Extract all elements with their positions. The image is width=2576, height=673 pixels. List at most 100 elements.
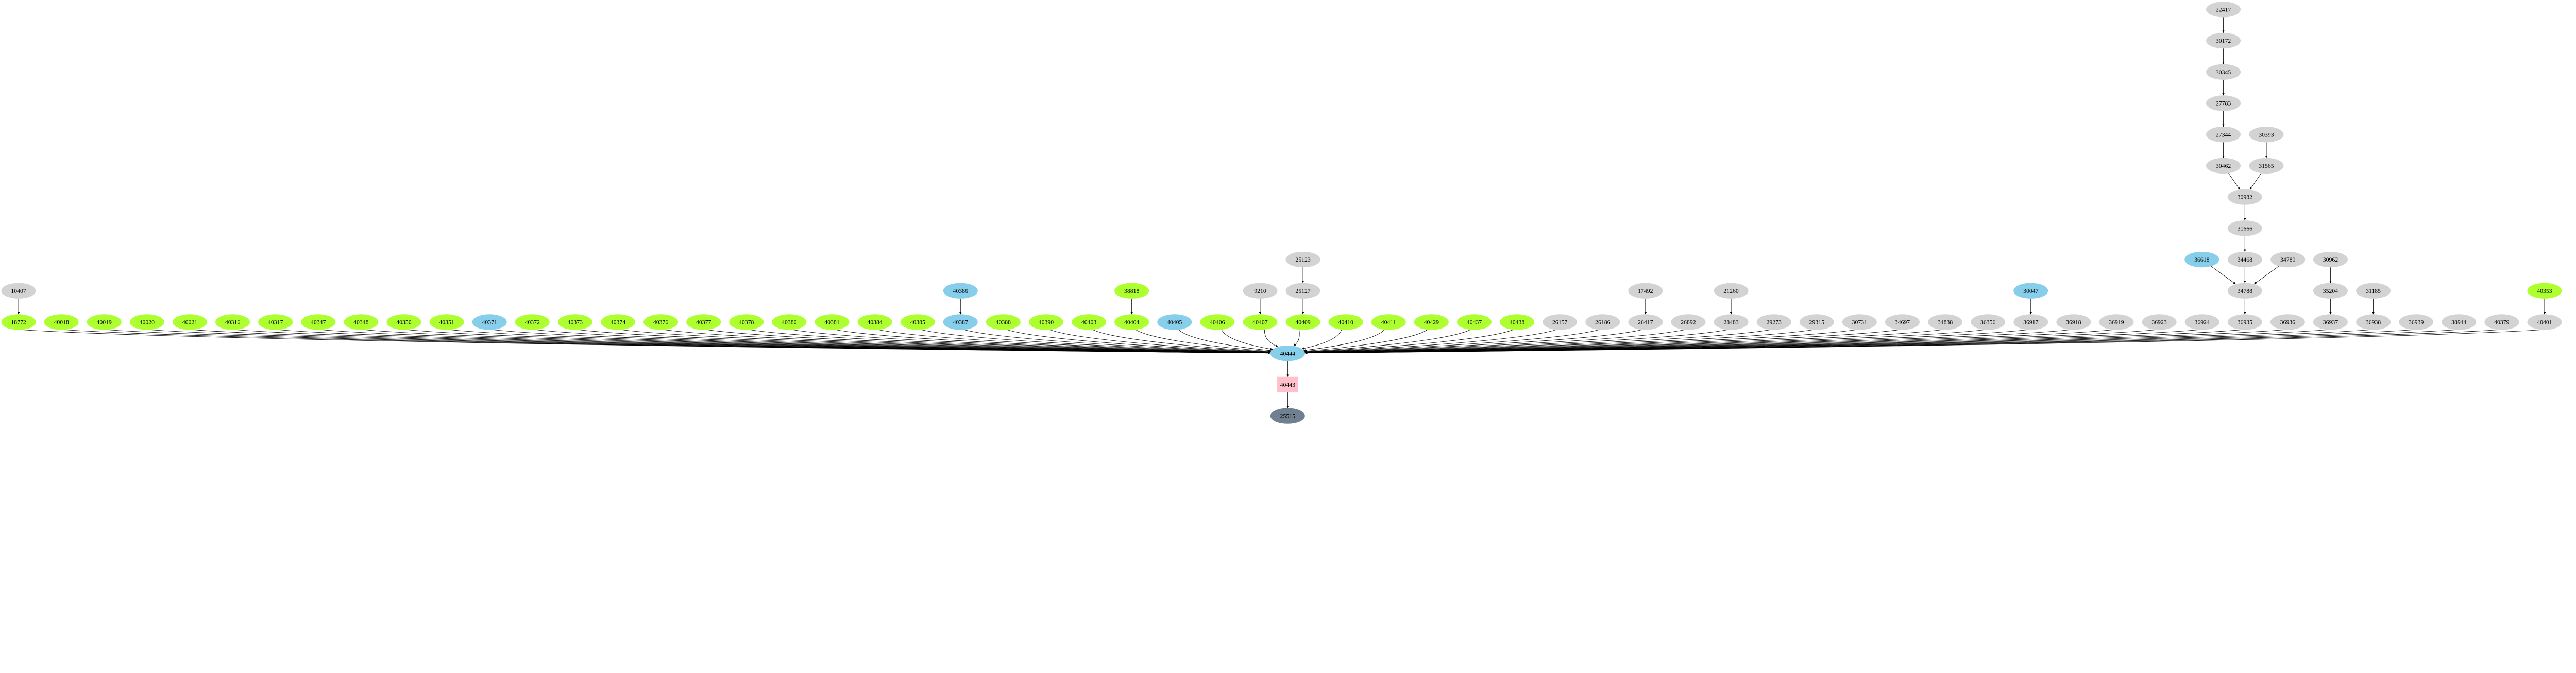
graph-node-36924[interactable]: 36924 [2184,314,2219,330]
graph-node-40376[interactable]: 40376 [643,314,679,330]
node-label: 30962 [2323,256,2338,263]
graph-node-34838[interactable]: 34838 [1928,314,1963,330]
node-label: 40384 [867,319,883,326]
graph-node-29273[interactable]: 29273 [1756,314,1791,330]
graph-node-40351[interactable]: 40351 [429,314,464,330]
graph-node-40410[interactable]: 40410 [1328,314,1363,330]
graph-node-25127[interactable]: 25127 [1285,283,1320,299]
graph-node-36618[interactable]: 36618 [2184,251,2219,268]
graph-node-36936[interactable]: 36936 [2270,314,2305,330]
graph-node-40443[interactable]: 40443 [1277,376,1298,393]
graph-node-36919[interactable]: 36919 [2099,314,2134,330]
graph-node-40380[interactable]: 40380 [772,314,807,330]
node-label: 40018 [54,319,69,326]
graph-node-40371[interactable]: 40371 [472,314,507,330]
graph-node-40384[interactable]: 40384 [857,314,892,330]
graph-node-40403[interactable]: 40403 [1072,314,1107,330]
graph-node-36938[interactable]: 36938 [2356,314,2391,330]
graph-node-40350[interactable]: 40350 [386,314,421,330]
graph-node-25123[interactable]: 25123 [1285,251,1320,268]
graph-node-34788[interactable]: 34788 [2227,283,2262,299]
graph-node-40372[interactable]: 40372 [515,314,550,330]
graph-node-40348[interactable]: 40348 [344,314,379,330]
node-label: 30047 [2023,288,2039,295]
node-label: 40371 [482,319,497,326]
graph-node-38944[interactable]: 38944 [2442,314,2477,330]
edge-40387-to-40444 [964,330,1271,354]
graph-node-25515[interactable]: 25515 [1270,408,1305,424]
graph-node-40381[interactable]: 40381 [815,314,850,330]
graph-node-40386[interactable]: 40386 [943,283,978,299]
graph-node-30393[interactable]: 30393 [2249,127,2284,143]
graph-node-38818[interactable]: 38818 [1114,283,1149,299]
graph-node-27783[interactable]: 27783 [2206,95,2241,111]
graph-node-29315[interactable]: 29315 [1799,314,1834,330]
graph-node-36923[interactable]: 36923 [2142,314,2177,330]
graph-node-40316[interactable]: 40316 [215,314,250,330]
graph-node-26186[interactable]: 26186 [1585,314,1620,330]
graph-node-40353[interactable]: 40353 [2527,283,2562,299]
graph-node-40429[interactable]: 40429 [1414,314,1449,330]
graph-node-36935[interactable]: 36935 [2227,314,2262,330]
graph-node-30345[interactable]: 30345 [2206,64,2241,80]
graph-node-34789[interactable]: 34789 [2270,251,2306,268]
edges-layer [17,17,2546,408]
graph-node-40373[interactable]: 40373 [557,314,592,330]
graph-node-40378[interactable]: 40378 [729,314,764,330]
graph-node-40374[interactable]: 40374 [600,314,635,330]
graph-node-40019[interactable]: 40019 [87,314,122,330]
graph-node-40377[interactable]: 40377 [686,314,721,330]
graph-node-40406[interactable]: 40406 [1200,314,1235,330]
graph-node-40020[interactable]: 40020 [129,314,164,330]
graph-node-40409[interactable]: 40409 [1285,314,1320,330]
graph-node-30047[interactable]: 30047 [2013,283,2048,299]
graph-node-31185[interactable]: 31185 [2356,283,2391,299]
graph-node-30962[interactable]: 30962 [2313,251,2348,268]
graph-node-27344[interactable]: 27344 [2206,127,2241,143]
graph-node-36356[interactable]: 36356 [1971,314,2006,330]
graph-node-40437[interactable]: 40437 [1456,314,1492,330]
graph-node-40379[interactable]: 40379 [2484,314,2519,330]
graph-node-40401[interactable]: 40401 [2527,314,2562,330]
graph-node-40411[interactable]: 40411 [1371,314,1406,330]
graph-node-9210[interactable]: 9210 [1243,283,1278,299]
graph-node-40444[interactable]: 40444 [1270,346,1305,361]
graph-node-30172[interactable]: 30172 [2206,32,2241,49]
node-shape [815,314,850,330]
graph-node-36917[interactable]: 36917 [2013,314,2048,330]
graph-node-17492[interactable]: 17492 [1628,283,1663,299]
graph-node-40385[interactable]: 40385 [900,314,935,330]
graph-node-40387[interactable]: 40387 [943,314,978,330]
node-shape [1928,314,1963,330]
graph-node-40317[interactable]: 40317 [258,314,293,330]
graph-node-40347[interactable]: 40347 [301,314,336,330]
graph-node-31666[interactable]: 31666 [2227,220,2262,236]
graph-node-40438[interactable]: 40438 [1500,314,1535,330]
graph-node-26157[interactable]: 26157 [1543,314,1578,330]
graph-node-35204[interactable]: 35204 [2313,283,2348,299]
graph-node-18772[interactable]: 18772 [1,314,36,330]
graph-node-34468[interactable]: 34468 [2227,251,2262,268]
graph-node-30462[interactable]: 30462 [2206,158,2241,174]
graph-node-21260[interactable]: 21260 [1714,283,1749,299]
graph-node-30731[interactable]: 30731 [1842,314,1877,330]
graph-node-40407[interactable]: 40407 [1243,314,1278,330]
graph-node-30982[interactable]: 30982 [2227,189,2262,205]
graph-node-26417[interactable]: 26417 [1628,314,1663,330]
graph-node-40404[interactable]: 40404 [1114,314,1149,330]
graph-node-40390[interactable]: 40390 [1028,314,1063,330]
graph-node-22417[interactable]: 22417 [2206,2,2241,18]
graph-node-10407[interactable]: 10407 [1,283,36,299]
graph-node-34697[interactable]: 34697 [1885,314,1920,330]
graph-node-40388[interactable]: 40388 [986,314,1021,330]
graph-node-40021[interactable]: 40021 [172,314,207,330]
graph-node-26892[interactable]: 26892 [1671,314,1706,330]
graph-node-36939[interactable]: 36939 [2399,314,2434,330]
graph-node-40405[interactable]: 40405 [1157,314,1192,330]
graph-node-40018[interactable]: 40018 [44,314,79,330]
graph-node-36937[interactable]: 36937 [2313,314,2348,330]
node-shape [1628,283,1663,299]
graph-node-28483[interactable]: 28483 [1714,314,1749,330]
graph-node-31565[interactable]: 31565 [2249,158,2284,174]
graph-node-36918[interactable]: 36918 [2056,314,2091,330]
